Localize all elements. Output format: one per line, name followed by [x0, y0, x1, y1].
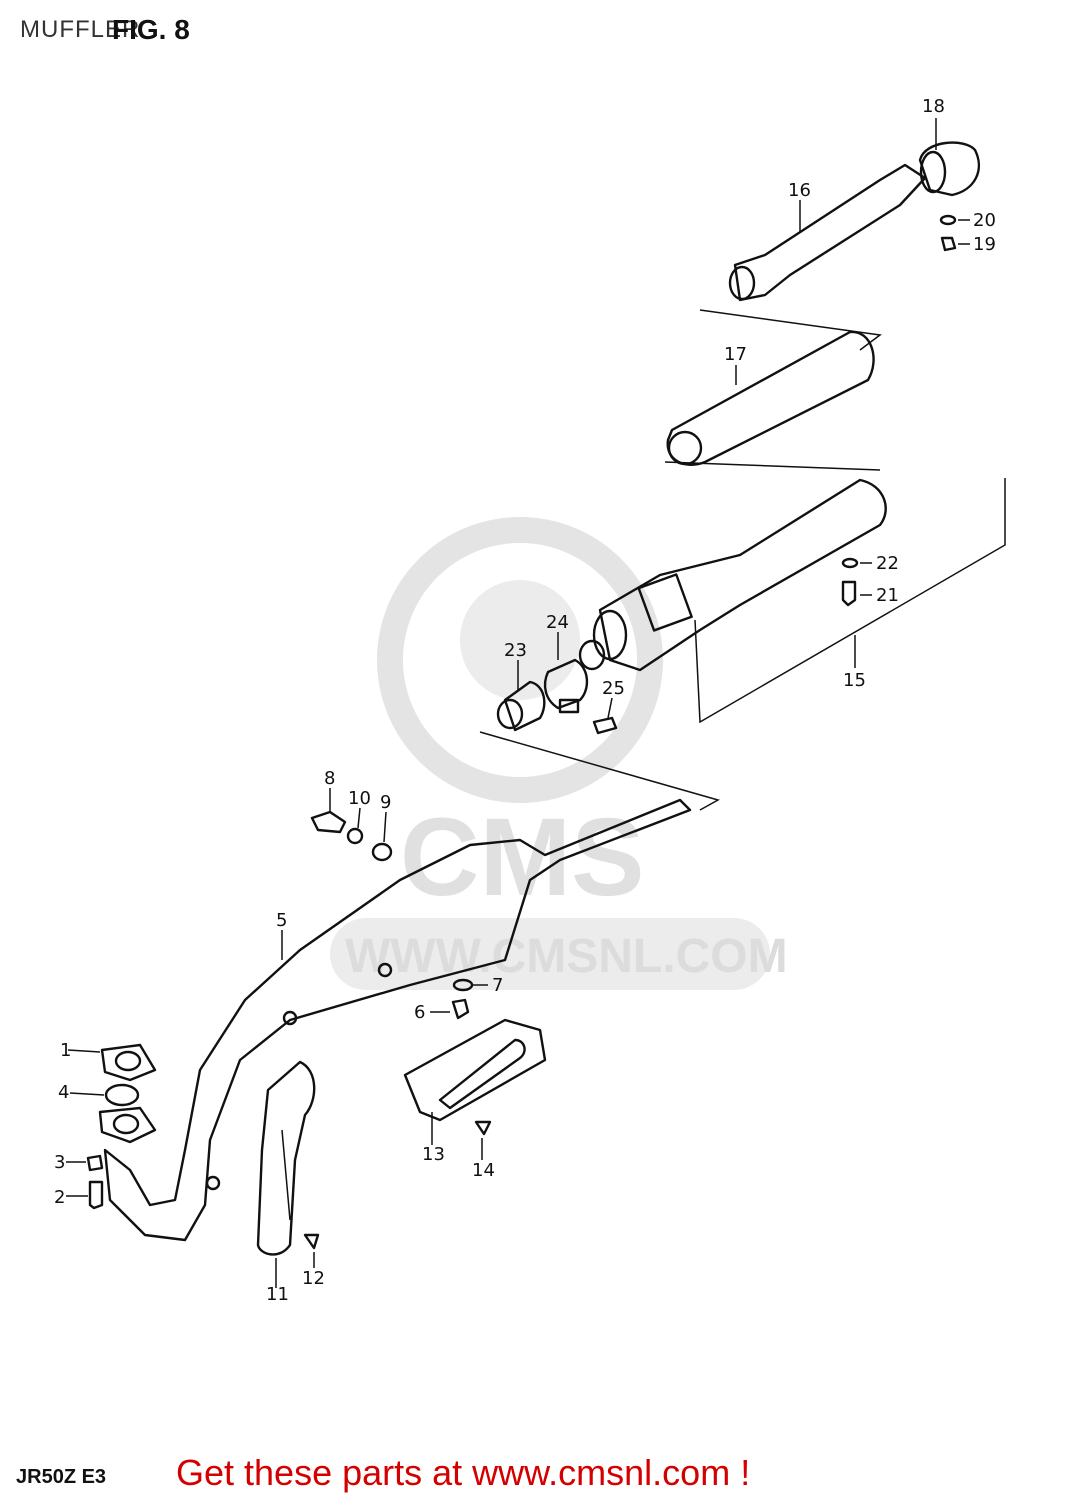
callout-10: 10 [348, 788, 371, 809]
callout-25: 25 [602, 678, 625, 699]
clamp [543, 658, 589, 714]
callout-1: 1 [60, 1040, 71, 1061]
model-code: JR50Z E3 [16, 1466, 107, 1488]
exhaust-flange [98, 1106, 157, 1144]
watermark-url: WWW.CMSNL.COM [345, 930, 788, 983]
callout-13: 13 [422, 1144, 445, 1165]
callout-24: 24 [546, 612, 569, 633]
callout-12: 12 [302, 1268, 325, 1289]
callout-7: 7 [492, 975, 503, 996]
silencer-bolt [841, 580, 857, 607]
callout-15: 15 [843, 670, 866, 691]
callout-22: 22 [876, 553, 899, 574]
flange-stud [88, 1180, 104, 1210]
heat-shield [403, 1018, 547, 1122]
watermark-logo: CMS [400, 796, 644, 919]
silencer-body [578, 478, 887, 672]
exhaust-pipe [103, 798, 692, 1242]
pipe-washer [452, 978, 474, 992]
shield-screw [474, 1120, 492, 1136]
callout-17: 17 [724, 344, 747, 365]
mount-washer [371, 842, 393, 862]
callout-labels: 1 2 3 4 5 6 7 8 9 10 11 12 13 14 15 16 1… [54, 96, 996, 1305]
clamp-bolt [592, 716, 618, 735]
figure-label: FIG. 8 [112, 14, 190, 45]
mount-bolt [310, 810, 347, 834]
callout-3: 3 [54, 1152, 65, 1173]
watermark: CMS WWW.CMSNL.COM [330, 517, 788, 990]
callout-2: 2 [54, 1187, 65, 1208]
flange-nut [86, 1154, 104, 1172]
callout-18: 18 [922, 96, 945, 117]
callout-5: 5 [276, 910, 287, 931]
tail-pipe [728, 163, 927, 302]
callout-21: 21 [876, 585, 899, 606]
alignment-lines [479, 309, 1006, 811]
callout-16: 16 [788, 180, 811, 201]
cta-link[interactable]: Get these parts at www.cmsnl.com ! [176, 1452, 751, 1493]
callout-19: 19 [973, 234, 996, 255]
callout-6: 6 [414, 1002, 425, 1023]
callout-8: 8 [324, 768, 335, 789]
inner-baffle [666, 330, 875, 466]
flange-washer [104, 1083, 140, 1107]
callout-14: 14 [472, 1160, 495, 1181]
end-cap [918, 141, 980, 197]
mount-nut [346, 827, 364, 845]
heat-guard [256, 1060, 316, 1256]
flange-gasket [100, 1043, 157, 1082]
page-title: MUFFLER [20, 16, 141, 43]
callout-4: 4 [58, 1082, 69, 1103]
callout-9: 9 [380, 792, 391, 813]
callout-11: 11 [266, 1284, 289, 1305]
pipe-bolt [451, 998, 470, 1020]
gasket-ring [496, 680, 546, 732]
callout-23: 23 [504, 640, 527, 661]
small-washer [939, 214, 957, 226]
callout-20: 20 [973, 210, 996, 231]
leader-lines [66, 118, 970, 1288]
silencer-washer [841, 557, 859, 569]
guard-screw [303, 1233, 320, 1250]
small-bolt [940, 236, 957, 252]
